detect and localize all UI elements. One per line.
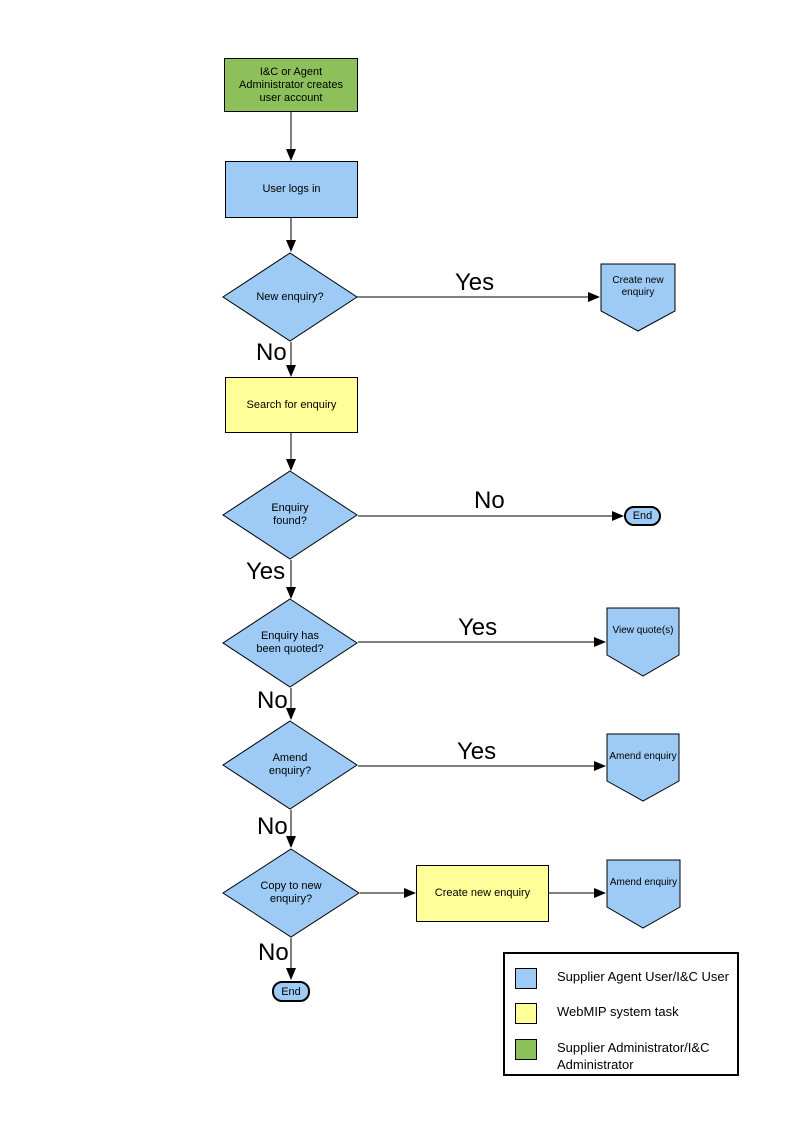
decision-amend-enquiry-label: Amend enquiry? (268, 752, 312, 777)
edge-label-no-amend: No (257, 813, 288, 840)
legend-item-actor: Supplier Agent User/I&C User (515, 968, 742, 989)
node-view-quotes-shape (606, 607, 680, 677)
decision-amend-enquiry: Amend enquiry? (222, 720, 358, 810)
node-amend-enquiry-bottom-label: Amend enquiry (609, 877, 678, 888)
decision-copy-to-new-label: Copy to new enquiry? (260, 880, 322, 905)
node-user-logs-in-label: User logs in (262, 183, 321, 195)
decision-new-enquiry: New enquiry? (222, 252, 358, 342)
edge-label-no-new-enquiry: No (256, 339, 287, 366)
legend-label-task: WebMIP system task (557, 1004, 679, 1019)
node-view-quotes: View quote(s) (606, 607, 680, 677)
node-create-new-enquiry-banner-shape (600, 263, 676, 332)
decision-enquiry-found-shape (222, 470, 358, 560)
node-end-right-label: End (632, 510, 653, 522)
decision-enquiry-quoted-shape (222, 598, 358, 688)
decision-new-enquiry-shape (222, 252, 358, 342)
node-end-bottom: End (272, 981, 310, 1002)
node-create-new-enquiry-task-label: Create new enquiry (434, 887, 531, 899)
edge-label-yes-amend: Yes (457, 738, 497, 765)
legend-item-task: WebMIP system task (515, 1003, 742, 1024)
decision-amend-enquiry-shape (222, 720, 358, 810)
node-end-right: End (624, 506, 661, 526)
decision-enquiry-found-label: Enquiry found? (271, 502, 309, 527)
node-amend-enquiry-bottom: Amend enquiry (606, 859, 681, 929)
node-end-bottom-label: End (281, 985, 301, 998)
edge-label-yes-quoted: Yes (458, 614, 498, 641)
node-create-account: I&C or Agent Administrator creates user … (224, 58, 358, 112)
legend-swatch-green (515, 1039, 537, 1060)
legend-swatch-blue (515, 968, 537, 989)
edge-label-no-copy: No (258, 939, 289, 966)
decision-enquiry-quoted-label: Enquiry has been quoted? (256, 630, 324, 655)
edge-label-no-enquiry-found: No (474, 487, 505, 514)
node-search-for-enquiry-label: Search for enquiry (246, 398, 337, 411)
node-create-new-enquiry-banner: Create new enquiry (600, 263, 676, 332)
node-amend-enquiry-mid-label: Amend enquiry (609, 751, 677, 762)
legend-swatch-yellow (515, 1003, 537, 1024)
node-amend-enquiry-bottom-shape (606, 859, 681, 929)
edge-label-yes-enquiry-found: Yes (246, 558, 286, 585)
decision-copy-to-new: Copy to new enquiry? (222, 848, 360, 938)
node-amend-enquiry-mid-shape (606, 733, 680, 802)
node-user-logs-in: User logs in (225, 161, 358, 218)
legend-label-actor: Supplier Agent User/I&C User (557, 969, 729, 984)
legend-label-admin: Supplier Administrator/I&C Administrator (557, 1040, 710, 1072)
node-create-new-enquiry-banner-label: Create new enquiry (612, 275, 664, 298)
edge-label-yes-new-enquiry: Yes (455, 269, 495, 296)
node-search-for-enquiry: Search for enquiry (225, 377, 358, 433)
node-amend-enquiry-mid: Amend enquiry (606, 733, 680, 802)
node-create-new-enquiry-task: Create new enquiry (416, 865, 549, 922)
decision-enquiry-quoted: Enquiry has been quoted? (222, 598, 358, 688)
node-view-quotes-label: View quote(s) (612, 625, 674, 636)
edge-label-no-quoted: No (257, 687, 288, 714)
node-create-account-label: I&C or Agent Administrator creates user … (239, 65, 343, 104)
legend: Supplier Agent User/I&C User WebMIP syst… (503, 952, 739, 1076)
decision-copy-to-new-shape (222, 848, 360, 938)
decision-new-enquiry-label: New enquiry? (256, 290, 324, 303)
decision-enquiry-found: Enquiry found? (222, 470, 358, 560)
legend-item-admin: Supplier Administrator/I&C Administrator (515, 1039, 742, 1073)
